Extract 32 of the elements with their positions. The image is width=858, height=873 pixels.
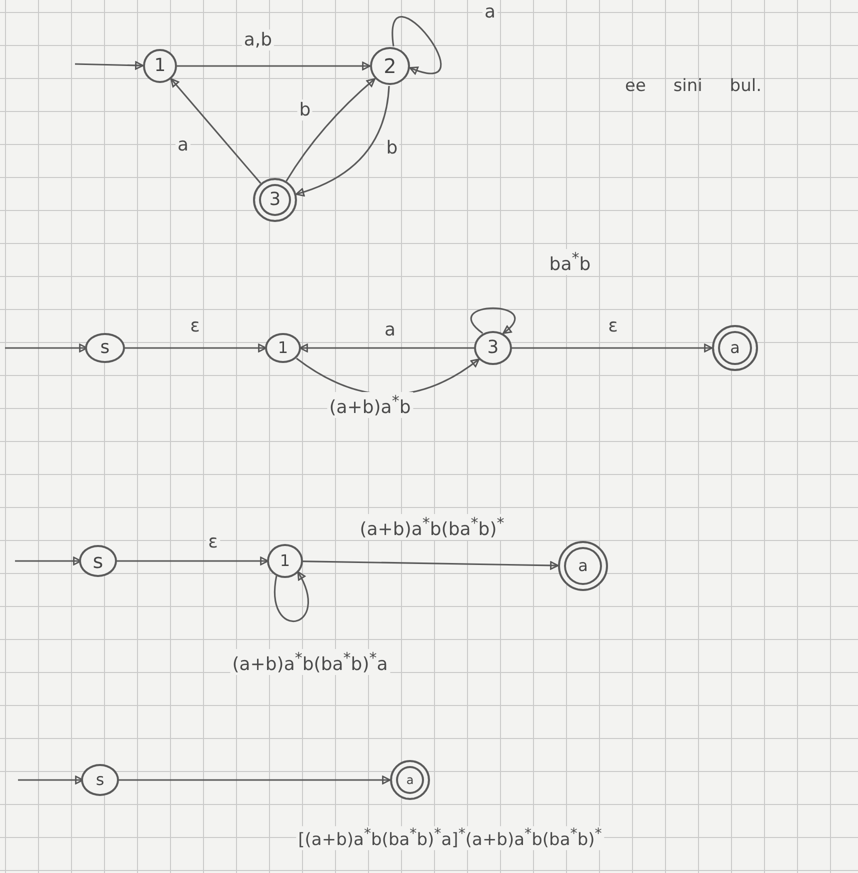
accepting-state: a [712, 325, 758, 371]
arrow [470, 307, 516, 334]
edge-label: (a+b)a$^{*}$b [327, 392, 413, 418]
state: s [79, 545, 117, 577]
accepting-state: a [558, 541, 608, 591]
arrow [274, 571, 309, 622]
arrow [177, 62, 371, 70]
arrow [123, 344, 267, 352]
edge-label: b [297, 100, 313, 120]
state: s [81, 764, 119, 796]
arrow [392, 16, 442, 74]
arrow [170, 78, 262, 184]
arrow [299, 344, 475, 352]
arrow [511, 344, 713, 352]
state: 1 [143, 49, 177, 83]
arrow [302, 560, 559, 570]
edge-label: [(a+b)a$^{*}$b(ba$^{*}$b)$^{*}$a]$^{*}$(a+b)a$^{*}$b(ba$^{*}$b)$^{*}$ [296, 826, 604, 850]
state: 3 [474, 331, 512, 365]
state: 1 [267, 544, 303, 578]
note-text: ee sini bul. [625, 76, 762, 96]
arrow [286, 78, 376, 182]
state: 1 [265, 333, 301, 363]
accepting-state: 3 [253, 178, 297, 222]
arrow [117, 776, 391, 784]
edge-label: (a+b)a$^{*}$b(ba$^{*}$b)$^{*}$a [230, 649, 390, 675]
state: 2 [370, 47, 410, 85]
edge-label: a,b [242, 30, 274, 50]
arrow [115, 556, 269, 566]
arrow [74, 61, 144, 70]
arrow [296, 86, 390, 196]
state: s [85, 333, 125, 363]
accepting-state: a [390, 760, 430, 800]
